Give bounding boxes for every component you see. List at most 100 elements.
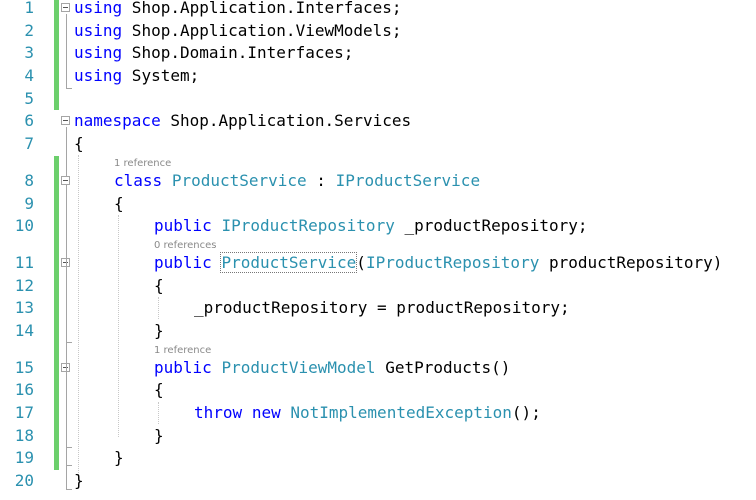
code-token: { bbox=[154, 276, 164, 295]
codelens-references-link[interactable]: 1 reference bbox=[154, 345, 212, 356]
outline-end-tick bbox=[66, 447, 72, 448]
code-token bbox=[162, 171, 172, 190]
code-line[interactable]: 18} bbox=[0, 425, 756, 447]
code-token: Shop.Domain.Interfaces; bbox=[122, 43, 354, 62]
outline-line bbox=[66, 14, 67, 88]
code-text[interactable]: { bbox=[74, 133, 84, 155]
code-text[interactable]: class ProductService : IProductService bbox=[114, 170, 480, 192]
line-number: 18 bbox=[14, 426, 34, 445]
code-line[interactable]: 8 class ProductService : IProductService bbox=[0, 170, 756, 192]
keyword-token: namespace bbox=[74, 111, 161, 130]
code-text[interactable]: { bbox=[154, 379, 164, 401]
code-line[interactable]: 19} bbox=[0, 447, 756, 469]
line-number: 8 bbox=[24, 171, 34, 190]
collapse-toggle-icon[interactable] bbox=[61, 116, 70, 125]
line-number: 3 bbox=[24, 43, 34, 62]
collapse-toggle-icon[interactable] bbox=[61, 258, 70, 267]
line-number: 7 bbox=[24, 134, 34, 153]
code-text[interactable]: _productRepository = productRepository; bbox=[194, 297, 570, 319]
keyword-token: public bbox=[154, 216, 212, 235]
code-text[interactable]: public IProductRepository _productReposi… bbox=[154, 215, 587, 237]
code-line[interactable]: 12 { bbox=[0, 275, 756, 297]
type-token: NotImplementedException bbox=[290, 403, 512, 422]
code-line[interactable]: 9{ bbox=[0, 193, 756, 215]
code-token: GetProducts() bbox=[375, 358, 511, 377]
code-token bbox=[281, 403, 291, 422]
code-line[interactable]: 17 throw new NotImplementedException(); bbox=[0, 402, 756, 424]
code-text[interactable]: public ProductViewModel GetProducts() bbox=[154, 357, 510, 379]
type-token: ProductService bbox=[220, 252, 358, 273]
change-indicator-bar bbox=[54, 156, 59, 470]
code-text[interactable]: using Shop.Application.ViewModels; bbox=[74, 20, 402, 42]
codelens-references-link[interactable]: 1 reference bbox=[114, 158, 172, 169]
type-token: IProductService bbox=[335, 171, 481, 190]
code-token: } bbox=[114, 448, 124, 467]
outline-line bbox=[66, 186, 67, 465]
keyword-token: public bbox=[154, 358, 212, 377]
type-token: IProductRepository bbox=[221, 216, 395, 235]
code-text[interactable]: public ProductService(IProductRepository… bbox=[154, 252, 722, 274]
code-token bbox=[242, 403, 252, 422]
code-token: } bbox=[154, 321, 164, 340]
code-token: } bbox=[74, 471, 84, 490]
line-number: 13 bbox=[14, 298, 34, 317]
code-line[interactable]: 14} bbox=[0, 320, 756, 342]
code-token: { bbox=[154, 380, 164, 399]
code-text[interactable]: } bbox=[154, 425, 164, 447]
code-line[interactable]: 6 namespace Shop.Application.Services bbox=[0, 110, 756, 132]
line-number: 19 bbox=[14, 448, 34, 467]
code-line[interactable]: 20} bbox=[0, 470, 756, 492]
collapse-toggle-icon[interactable] bbox=[61, 3, 70, 12]
line-number: 12 bbox=[14, 276, 34, 295]
code-text[interactable]: using Shop.Application.Interfaces; bbox=[74, 0, 402, 19]
code-line[interactable]: 3 using Shop.Domain.Interfaces; bbox=[0, 42, 756, 64]
collapse-toggle-icon[interactable] bbox=[61, 363, 70, 372]
code-token: { bbox=[114, 194, 124, 213]
code-line[interactable]: 13 _productRepository = productRepository… bbox=[0, 297, 756, 319]
collapse-toggle-icon[interactable] bbox=[61, 176, 70, 185]
code-text[interactable]: } bbox=[74, 470, 84, 492]
code-text[interactable]: { bbox=[154, 275, 164, 297]
keyword-token: using bbox=[74, 43, 123, 62]
code-token bbox=[212, 253, 222, 272]
code-token bbox=[212, 216, 222, 235]
code-text[interactable]: } bbox=[114, 447, 124, 469]
codelens-references-link[interactable]: 0 references bbox=[154, 240, 217, 251]
line-number: 6 bbox=[24, 111, 34, 130]
line-number: 17 bbox=[14, 403, 34, 422]
code-token: _productRepository; bbox=[394, 216, 588, 235]
code-line[interactable]: 4 using System; bbox=[0, 65, 756, 87]
code-token: productRepository) bbox=[539, 253, 723, 272]
code-text[interactable]: using System; bbox=[74, 65, 199, 87]
keyword-token: using bbox=[74, 66, 123, 85]
keyword-token: throw bbox=[194, 403, 243, 422]
code-token: ( bbox=[356, 253, 366, 272]
code-token: _productRepository = productRepository; bbox=[194, 298, 570, 317]
code-token: Shop.Application.Interfaces; bbox=[122, 0, 402, 17]
indent-guide bbox=[158, 297, 159, 319]
code-text[interactable]: using Shop.Domain.Interfaces; bbox=[74, 42, 353, 64]
code-text[interactable]: namespace Shop.Application.Services bbox=[74, 110, 411, 132]
code-text[interactable]: { bbox=[114, 193, 124, 215]
code-line[interactable]: 7{ bbox=[0, 133, 756, 155]
code-line[interactable]: 5 bbox=[0, 88, 756, 110]
line-number: 16 bbox=[14, 380, 34, 399]
code-text[interactable]: } bbox=[154, 320, 164, 342]
code-text[interactable]: throw new NotImplementedException(); bbox=[194, 402, 541, 424]
keyword-token: new bbox=[251, 403, 281, 422]
line-number: 2 bbox=[24, 21, 34, 40]
code-line[interactable]: 2 using Shop.Application.ViewModels; bbox=[0, 20, 756, 42]
line-number: 20 bbox=[14, 471, 34, 490]
line-number: 4 bbox=[24, 66, 34, 85]
type-token: ProductViewModel bbox=[221, 358, 376, 377]
code-line[interactable]: 16 { bbox=[0, 379, 756, 401]
indent-guide bbox=[158, 402, 159, 424]
keyword-token: class bbox=[114, 171, 163, 190]
line-number: 14 bbox=[14, 321, 34, 340]
outline-end-tick bbox=[66, 489, 72, 490]
